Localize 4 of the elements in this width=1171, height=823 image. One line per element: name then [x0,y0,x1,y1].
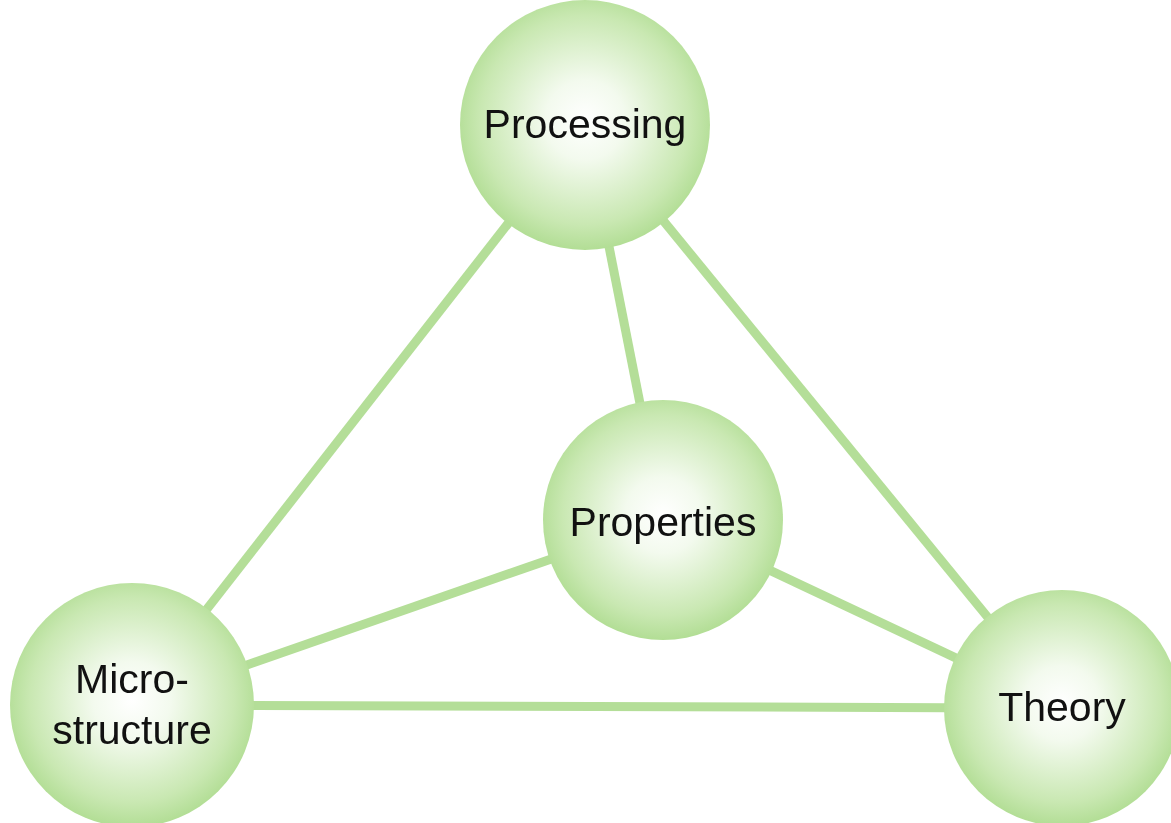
node-label: Micro-structure [51,654,213,755]
node-label: Properties [568,498,758,548]
node-label: Processing [482,100,688,150]
node-label: Theory [997,683,1127,733]
